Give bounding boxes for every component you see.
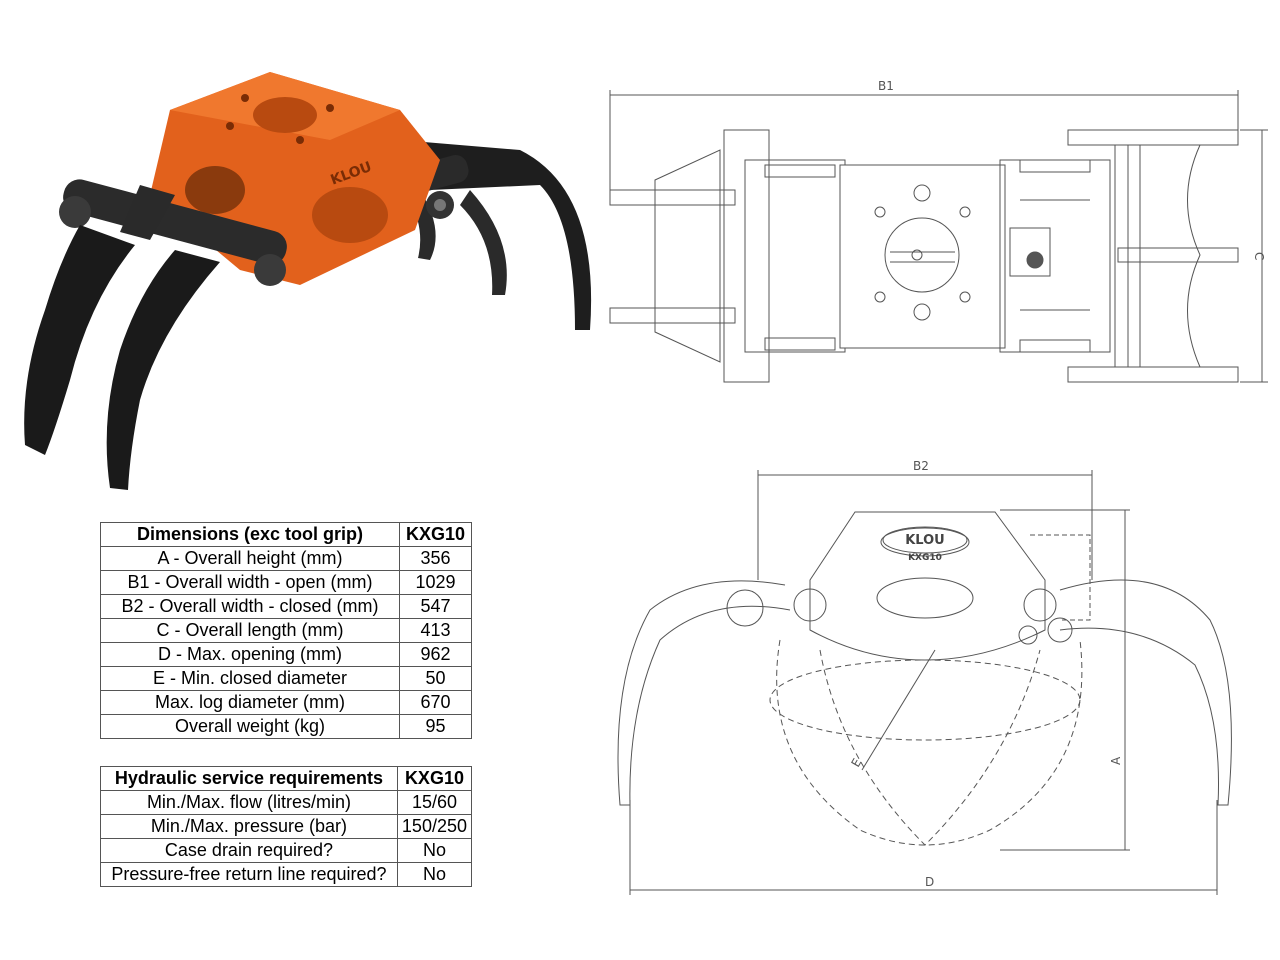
side-view-drawing: KLOU KXG10 B2 A D E bbox=[617, 459, 1232, 895]
table-header-cell: KXG10 bbox=[399, 522, 472, 547]
table-cell: 95 bbox=[399, 714, 472, 739]
top-view-drawing: B1 C bbox=[609, 79, 1268, 383]
table-cell: B1 - Overall width - open (mm) bbox=[100, 570, 400, 595]
table-cell: A - Overall height (mm) bbox=[100, 546, 400, 571]
table-header-row: Hydraulic service requirements KXG10 bbox=[100, 766, 473, 791]
table-row: D - Max. opening (mm)962 bbox=[100, 642, 472, 667]
table-cell: Case drain required? bbox=[100, 838, 398, 863]
table-cell: C - Overall length (mm) bbox=[100, 618, 400, 643]
label-e: E bbox=[848, 756, 864, 770]
label-c: C bbox=[1252, 252, 1266, 260]
table-row: C - Overall length (mm)413 bbox=[100, 618, 472, 643]
table-header-row: Dimensions (exc tool grip) KXG10 bbox=[100, 522, 472, 547]
table-cell: 670 bbox=[399, 690, 472, 715]
table-cell: Overall weight (kg) bbox=[100, 714, 400, 739]
table-cell: No bbox=[396, 862, 473, 887]
table-row: Max. log diameter (mm)670 bbox=[100, 690, 472, 715]
table-row: B1 - Overall width - open (mm)1029 bbox=[100, 570, 472, 595]
center-bore bbox=[884, 217, 960, 293]
table-cell: E - Min. closed diameter bbox=[100, 666, 400, 691]
label-b1: B1 bbox=[878, 79, 894, 93]
table-cell: 547 bbox=[399, 594, 472, 619]
top-bore bbox=[253, 97, 317, 133]
table-cell: 962 bbox=[399, 642, 472, 667]
table-cell: No bbox=[396, 838, 473, 863]
table-cell: B2 - Overall width - closed (mm) bbox=[100, 594, 400, 619]
table-cell: Min./Max. pressure (bar) bbox=[100, 814, 398, 839]
table-header-cell: Dimensions (exc tool grip) bbox=[100, 522, 400, 547]
table-header-cell: Hydraulic service requirements bbox=[100, 766, 398, 791]
table-cell: Pressure-free return line required? bbox=[100, 862, 398, 887]
table-cell: D - Max. opening (mm) bbox=[100, 642, 400, 667]
table-row: Min./Max. flow (litres/min)15/60 bbox=[100, 790, 473, 815]
hydraulic-table: Hydraulic service requirements KXG10 Min… bbox=[100, 766, 473, 887]
label-a: A bbox=[1109, 756, 1123, 765]
table-header-cell: KXG10 bbox=[396, 766, 473, 791]
dimensions-table: Dimensions (exc tool grip) KXG10 A - Ove… bbox=[100, 522, 472, 739]
table-cell: 15/60 bbox=[396, 790, 473, 815]
table-row: Min./Max. pressure (bar)150/250 bbox=[100, 814, 473, 839]
table-row: Pressure-free return line required?No bbox=[100, 862, 473, 887]
table-row: Overall weight (kg)95 bbox=[100, 714, 472, 739]
table-cell: 150/250 bbox=[396, 814, 473, 839]
table-cell: 50 bbox=[399, 666, 472, 691]
drawing-model-text: KXG10 bbox=[908, 553, 942, 563]
table-cell: 1029 bbox=[399, 570, 472, 595]
table-cell: Max. log diameter (mm) bbox=[100, 690, 400, 715]
label-d: D bbox=[925, 875, 934, 889]
table-cell: Min./Max. flow (litres/min) bbox=[100, 790, 398, 815]
table-cell: 356 bbox=[399, 546, 472, 571]
grapple-render-illustration: KLOU bbox=[24, 72, 592, 490]
label-b2: B2 bbox=[913, 459, 929, 473]
table-row: Case drain required?No bbox=[100, 838, 473, 863]
table-cell: 413 bbox=[399, 618, 472, 643]
table-row: A - Overall height (mm)356 bbox=[100, 546, 472, 571]
drawing-brand-text: KLOU bbox=[905, 533, 945, 548]
table-row: B2 - Overall width - closed (mm)547 bbox=[100, 594, 472, 619]
